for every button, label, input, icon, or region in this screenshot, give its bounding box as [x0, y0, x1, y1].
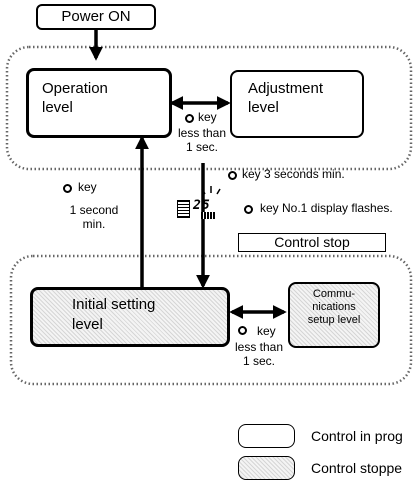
- communications-label-line2: nications: [312, 301, 356, 313]
- operation-level-box: [26, 68, 172, 138]
- display-icon: 25: [177, 198, 221, 220]
- display-panel-icon: [177, 200, 190, 218]
- display-digits: 25: [193, 198, 211, 213]
- legend-stopped-label: Control stoppe: [311, 460, 403, 476]
- op-adj-key-label: key: [198, 110, 217, 124]
- control-stop-label: Control stop: [274, 234, 350, 250]
- initial-setting-level-box: [30, 287, 230, 347]
- init-comm-key-condition-line3: 1 sec.: [242, 354, 275, 368]
- init-op-key-label: key: [78, 180, 97, 194]
- init-comm-key-label: key: [257, 324, 276, 338]
- legend-swatch-in-progress: [238, 424, 295, 448]
- flash-rays: [201, 186, 221, 195]
- communications-label-line1: Commu-: [312, 288, 356, 300]
- init-comm-key-condition-line2: less than: [234, 340, 284, 354]
- stop-group-frame: [9, 254, 413, 386]
- communications-label-line3: setup level: [307, 314, 361, 326]
- control-stop-box: [238, 233, 386, 252]
- adjustment-level-label-line2: level: [248, 99, 279, 116]
- operation-level-label-line1: Operation: [42, 80, 108, 97]
- power-on-label: Power ON: [61, 8, 131, 25]
- operation-level-label-line2: level: [42, 99, 73, 116]
- op-adj-key-condition-line2: less than: [177, 126, 227, 140]
- run-group-frame: [5, 45, 413, 171]
- key-icon: [238, 326, 247, 335]
- initial-setting-label-line1: Initial setting: [72, 296, 156, 313]
- legend-swatch-stopped: [238, 456, 295, 480]
- op-init-key-label: key 3 seconds min.: [242, 167, 345, 181]
- communications-setup-level-box: [288, 282, 380, 348]
- display-flash-label: key No.1 display flashes.: [260, 201, 393, 215]
- key-icon: [185, 114, 194, 123]
- key-icon: [228, 171, 237, 180]
- init-op-key-condition-line3: min.: [82, 217, 106, 231]
- op-adj-key-condition-line3: 1 sec.: [185, 140, 218, 154]
- key-icon: [63, 184, 72, 193]
- adjustment-level-label-line1: Adjustment: [248, 80, 324, 97]
- initial-setting-label-line2: level: [72, 316, 103, 333]
- adjustment-level-box: [230, 70, 364, 138]
- power-on-box: [36, 4, 156, 30]
- init-op-key-condition-line2: 1 second: [69, 203, 119, 217]
- legend-in-progress-label: Control in prog: [311, 428, 403, 444]
- key-icon: [244, 205, 253, 214]
- display-lower-segments-icon: [201, 212, 215, 219]
